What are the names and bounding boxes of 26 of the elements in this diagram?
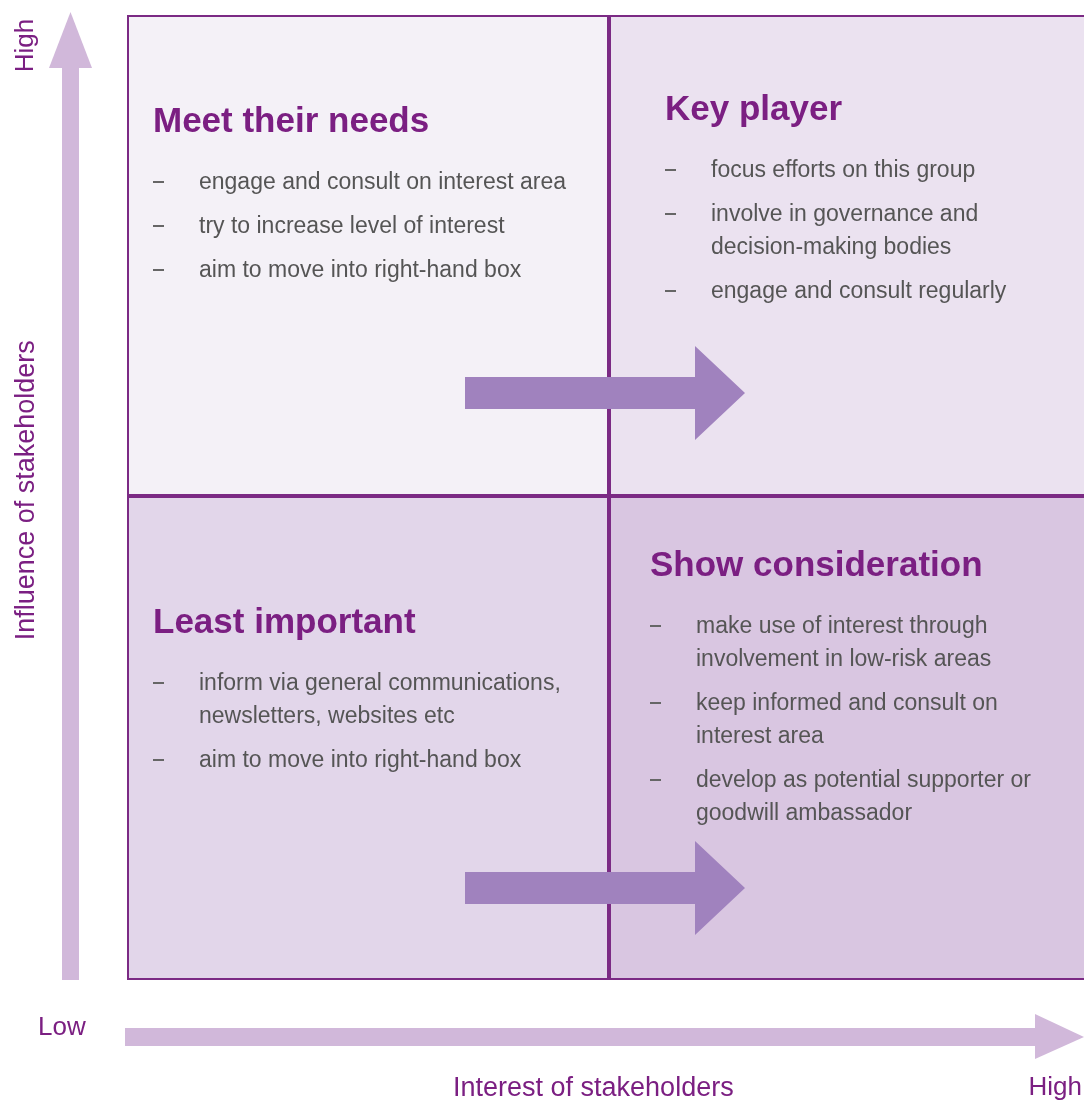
quadrant-heading: Meet their needs [153, 99, 430, 141]
quadrant-heading: Key player [665, 87, 843, 129]
axis-label: High [8, 18, 41, 72]
axis-label: Low [38, 1010, 86, 1043]
bullet-text: develop as potential supporter or goodwill ambassador [696, 765, 1032, 827]
bullet-text: aim to move into right-hand box [199, 255, 522, 284]
bullet-text: involve in governance and decision-making bodies [711, 199, 980, 261]
bullet-text: engage and consult on interest area [199, 167, 566, 196]
axis-title: Interest of stakeholders [453, 1071, 734, 1102]
quadrant-heading: Least important [153, 600, 416, 642]
bullet-text: make use of interest through involvement in low-risk areas [696, 611, 993, 673]
quadrant-heading: Show consideration [650, 543, 983, 585]
bullet-text: try to increase level of interest [199, 211, 505, 240]
axis-label: High [1028, 1070, 1082, 1102]
bullet-text: engage and consult regularly [711, 276, 1007, 305]
bullet-text: keep informed and consult on interest area [696, 688, 999, 750]
quadrant-panel [609, 15, 1084, 496]
block-arrow [465, 841, 745, 935]
quadrant-panel [127, 15, 609, 496]
bullet-text: inform via general communications, newsletters, websites etc [199, 668, 562, 730]
quadrant-panel [609, 496, 1084, 980]
quadrant-panel [127, 496, 609, 980]
bullet-text: aim to move into right-hand box [199, 745, 522, 774]
bullet-text: focus efforts on this group [711, 155, 976, 184]
block-arrow [465, 346, 745, 440]
axis-title: Influence of stakeholders [8, 339, 41, 641]
